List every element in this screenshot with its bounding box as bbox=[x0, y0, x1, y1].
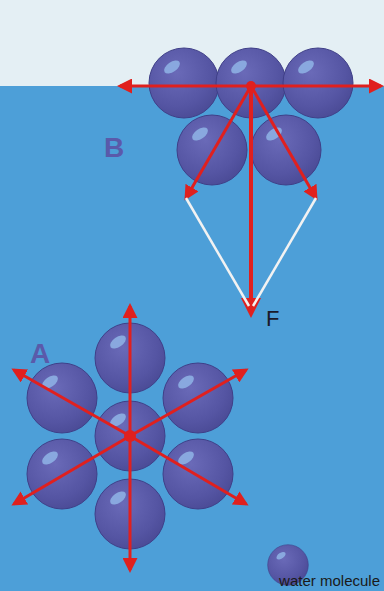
force-label: F bbox=[266, 308, 279, 330]
force-origin bbox=[246, 81, 256, 91]
force-arrows-b bbox=[120, 86, 381, 314]
group-label: B bbox=[104, 134, 124, 162]
force-arrows-a bbox=[14, 306, 246, 570]
force-origin bbox=[124, 430, 136, 442]
force-parallelogram bbox=[186, 198, 316, 306]
group-label: A bbox=[30, 340, 50, 368]
water bbox=[0, 86, 384, 591]
legend-note: water molecule bbox=[279, 573, 380, 588]
